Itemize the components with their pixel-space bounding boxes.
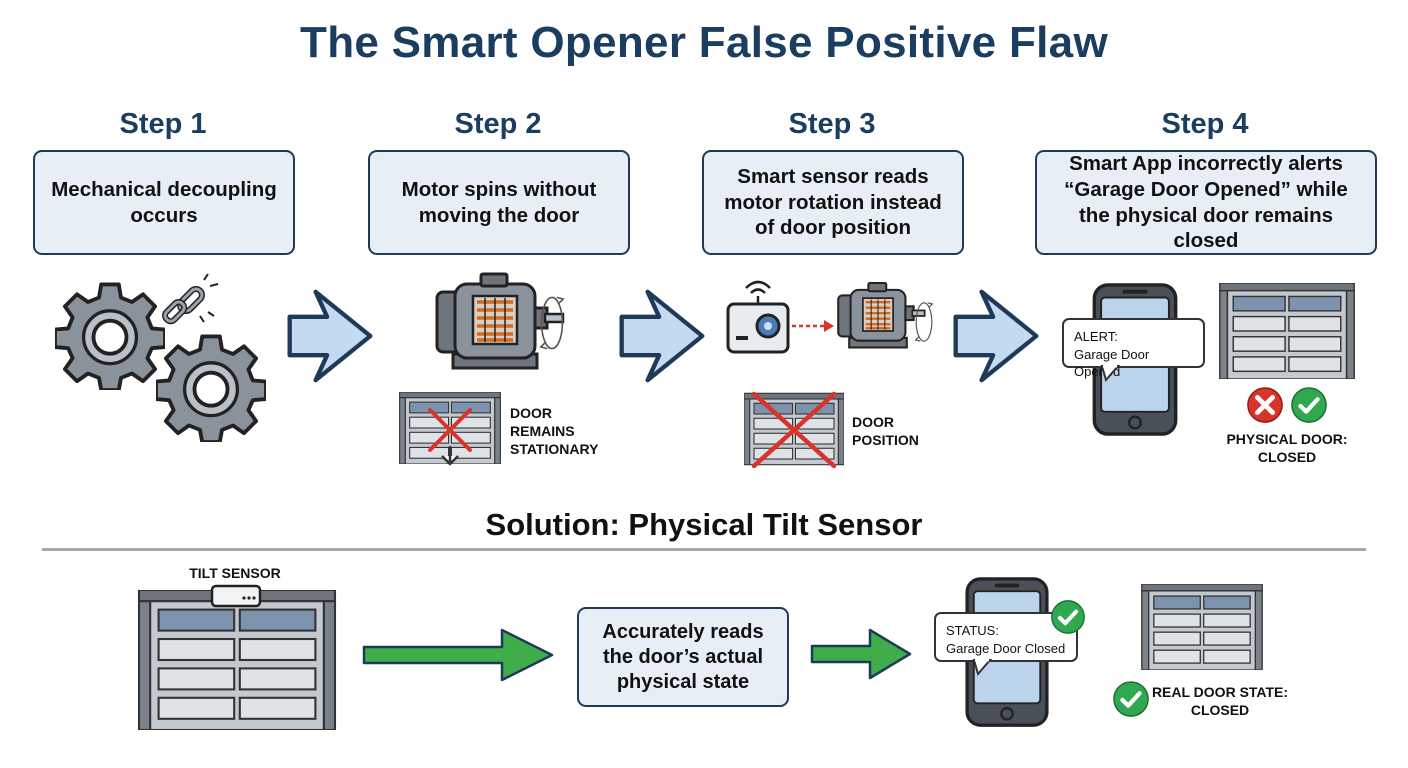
step-3-box: Smart sensor reads motor rotation instea… [702, 150, 964, 255]
status-callout: STATUS: Garage Door Closed [934, 612, 1078, 662]
green-arrow-icon [810, 628, 912, 680]
step-2-caption: DOOR REMAINS STATIONARY [510, 405, 599, 458]
step-2-box: Motor spins without moving the door [368, 150, 630, 255]
alert-callout: ALERT: Garage Door Opened [1062, 318, 1205, 379]
step-2-text: Motor spins without moving the door [401, 177, 597, 227]
flow-arrow-icon [616, 288, 708, 384]
solution-text: Accurately reads the door’s actual physi… [602, 620, 764, 693]
broken-chain-icon [162, 273, 219, 325]
callout-tail [972, 658, 993, 677]
gear-icon [156, 334, 266, 442]
step-1-label: Step 1 [119, 108, 207, 140]
step-2-label: Step 2 [454, 108, 542, 140]
page-title: The Smart Opener False Positive Flaw [300, 18, 1108, 67]
red-x-icon [751, 391, 837, 469]
camera-sensor-icon [726, 280, 790, 354]
rotation-icon [914, 302, 934, 342]
step-3-label: Step 3 [788, 108, 876, 140]
section-divider [42, 548, 1366, 551]
flow-arrow-icon [950, 288, 1042, 384]
status-title: STATUS: [946, 623, 999, 638]
red-x-icon [1246, 386, 1284, 424]
flow-arrow-icon [284, 288, 376, 384]
step-4-caption: PHYSICAL DOOR: CLOSED [1226, 431, 1348, 466]
tilt-sensor-icon [210, 584, 262, 608]
garage-door-icon [1219, 283, 1355, 379]
step-4-label: Step 4 [1161, 108, 1249, 140]
step-3-caption: DOOR POSITION [852, 414, 919, 449]
alert-title: ALERT: [1074, 329, 1118, 344]
green-check-icon [1112, 680, 1150, 718]
step-1-text: Mechanical decoupling occurs [51, 177, 277, 227]
solution-title: Solution: Physical Tilt Sensor [485, 507, 923, 542]
step-4-text: Smart App incorrectly alerts “Garage Doo… [1064, 152, 1348, 253]
green-check-icon [1290, 386, 1328, 424]
solution-box: Accurately reads the door’s actual physi… [577, 607, 789, 707]
step-3-text: Smart sensor reads motor rotation instea… [724, 165, 942, 240]
red-x-icon [428, 408, 472, 466]
dashed-arrow-icon [792, 320, 834, 332]
tilt-sensor-label: TILT SENSOR [189, 565, 281, 581]
step-1-box: Mechanical decoupling occurs [33, 150, 295, 255]
garage-door-icon [1141, 584, 1263, 670]
step-4-box: Smart App incorrectly alerts “Garage Doo… [1035, 150, 1377, 255]
green-check-icon [1050, 599, 1086, 635]
solution-caption: REAL DOOR STATE: CLOSED [1151, 684, 1289, 719]
alert-message: Garage Door Opened [1074, 346, 1150, 380]
callout-tail [1100, 364, 1121, 383]
status-message: Garage Door Closed [946, 640, 1066, 656]
gear-icon [55, 282, 165, 390]
green-arrow-icon [362, 628, 554, 682]
garage-door-icon [137, 590, 337, 730]
rotation-icon [539, 296, 565, 350]
